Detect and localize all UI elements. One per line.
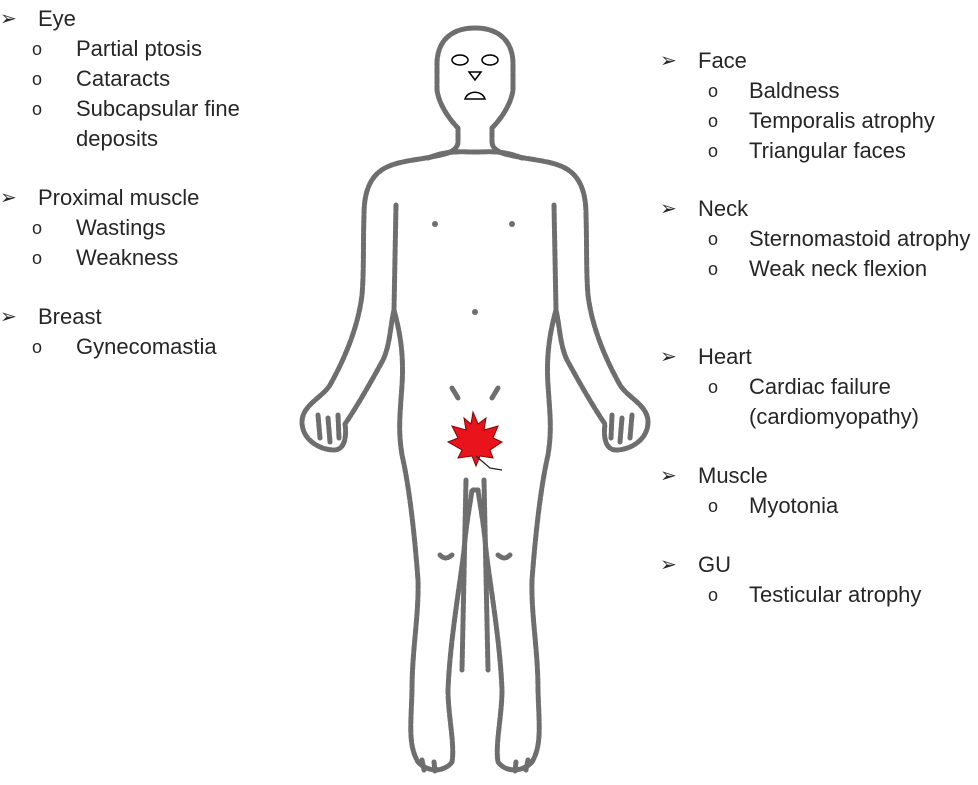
circle-bullet-icon: o	[708, 76, 718, 106]
arrow-bullet-icon: ➢	[660, 461, 690, 491]
body-outline	[302, 28, 648, 770]
arrow-bullet-icon: ➢	[660, 46, 690, 76]
circle-bullet-icon: o	[708, 372, 718, 402]
body-marks	[432, 221, 515, 315]
inner-arm-right	[554, 205, 556, 310]
item-label: Subcapsular fine deposits	[76, 96, 240, 151]
item-label: Cataracts	[76, 66, 170, 91]
list-item: o Gynecomastia	[0, 332, 276, 362]
sign-list: o Testicular atrophy	[660, 580, 978, 610]
circle-bullet-icon: o	[32, 34, 42, 64]
arrow-bullet-icon: ➢	[660, 342, 690, 372]
inner-thigh-right	[484, 480, 488, 670]
knee-left	[440, 555, 452, 558]
circle-bullet-icon: o	[708, 491, 718, 521]
maple-leaf-icon	[448, 412, 502, 470]
item-label: Cardiac failure (cardiomyopathy)	[749, 374, 919, 429]
arrow-bullet-icon: ➢	[660, 194, 690, 224]
inner-arm-left	[394, 205, 396, 310]
eye-left	[452, 55, 468, 65]
arrow-bullet-icon: ➢	[0, 183, 30, 213]
item-label: Sternomastoid atrophy	[749, 226, 970, 251]
item-label: Partial ptosis	[76, 36, 202, 61]
navel	[472, 309, 478, 315]
arrow-bullet-icon: ➢	[0, 4, 30, 34]
item-label: Triangular faces	[749, 138, 906, 163]
list-item: o Cardiac failure (cardiomyopathy)	[660, 372, 978, 432]
arrow-bullet-icon: ➢	[0, 302, 30, 332]
nose	[469, 72, 481, 80]
list-item: o Baldness	[660, 76, 978, 106]
item-label: Weakness	[76, 245, 178, 270]
list-item: o Myotonia	[660, 491, 978, 521]
circle-bullet-icon: o	[708, 136, 718, 166]
knee-right	[498, 555, 510, 558]
list-item: o Wastings	[0, 213, 276, 243]
circle-bullet-icon: o	[708, 106, 718, 136]
circle-bullet-icon: o	[708, 254, 718, 284]
sign-list: o Cardiac failure (cardiomyopathy)	[660, 372, 978, 432]
nipple-right	[509, 221, 515, 227]
groin-right	[492, 388, 498, 398]
item-label: Baldness	[749, 78, 840, 103]
heading-label: Eye	[38, 4, 76, 34]
heading-label: GU	[698, 550, 731, 580]
sign-list: o Gynecomastia	[0, 332, 276, 362]
list-item: o Testicular atrophy	[660, 580, 978, 610]
circle-bullet-icon: o	[32, 213, 42, 243]
item-label: Temporalis atrophy	[749, 108, 935, 133]
inner-thigh-left	[462, 480, 466, 670]
circle-bullet-icon: o	[32, 64, 42, 94]
heading-label: Muscle	[698, 461, 768, 491]
hand-fingers-left	[318, 415, 339, 442]
item-label: Weak neck flexion	[749, 256, 927, 281]
heading-label: Heart	[698, 342, 752, 372]
human-body-outline-icon	[290, 10, 660, 780]
list-item: o Cataracts	[0, 64, 276, 94]
nipple-left	[432, 221, 438, 227]
sign-list: o Myotonia	[660, 491, 978, 521]
item-label: Myotonia	[749, 493, 838, 518]
circle-bullet-icon: o	[32, 243, 42, 273]
list-item: o Subcapsular fine deposits	[0, 94, 276, 154]
list-item: o Weak neck flexion	[660, 254, 978, 284]
circle-bullet-icon: o	[708, 224, 718, 254]
list-item: o Partial ptosis	[0, 34, 276, 64]
heading-label: Proximal muscle	[38, 183, 199, 213]
list-item: o Triangular faces	[660, 136, 978, 166]
list-item: o Temporalis atrophy	[660, 106, 978, 136]
heading-label: Neck	[698, 194, 748, 224]
list-item: o Sternomastoid atrophy	[660, 224, 978, 254]
circle-bullet-icon: o	[32, 332, 42, 362]
face-features-icon	[452, 55, 498, 99]
circle-bullet-icon: o	[708, 580, 718, 610]
groin-left	[452, 388, 458, 398]
circle-bullet-icon: o	[32, 94, 42, 124]
heading-label: Breast	[38, 302, 102, 332]
arrow-bullet-icon: ➢	[660, 550, 690, 580]
heading-label: Face	[698, 46, 747, 76]
list-item: o Weakness	[0, 243, 276, 273]
hand-fingers-right	[611, 415, 632, 442]
eye-right	[482, 55, 498, 65]
item-label: Wastings	[76, 215, 166, 240]
item-label: Testicular atrophy	[749, 582, 921, 607]
item-label: Gynecomastia	[76, 334, 217, 359]
mouth	[465, 92, 485, 99]
